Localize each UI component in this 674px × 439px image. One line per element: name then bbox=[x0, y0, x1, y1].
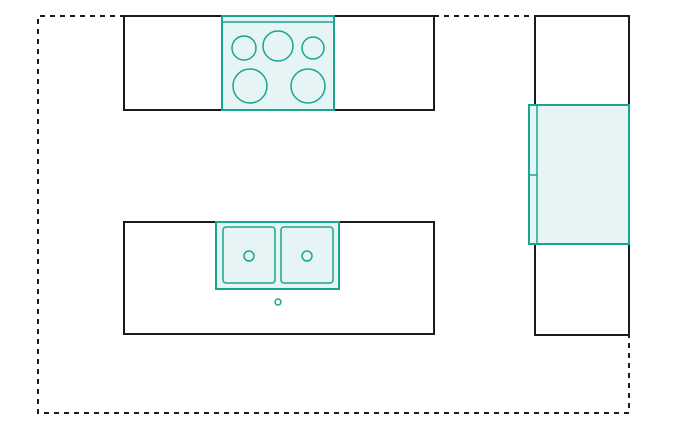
burner-front-right bbox=[290, 68, 326, 104]
cooktop-surface bbox=[221, 15, 335, 111]
room-boundary bbox=[37, 15, 630, 414]
burner-back-left bbox=[231, 35, 257, 61]
burner-front-left bbox=[232, 68, 268, 104]
sink-basin-left bbox=[222, 226, 276, 284]
refrigerator[interactable] bbox=[528, 104, 630, 245]
cooktop[interactable] bbox=[221, 15, 335, 111]
sink-icon bbox=[222, 226, 334, 284]
refrigerator-icon bbox=[528, 104, 630, 245]
double-sink[interactable] bbox=[215, 221, 340, 290]
cooktop-icon bbox=[231, 30, 326, 104]
drain-right bbox=[301, 250, 313, 262]
burner-back-center bbox=[262, 30, 294, 62]
faucet-icon bbox=[274, 298, 282, 306]
burner-back-right bbox=[301, 36, 325, 60]
drain-left bbox=[243, 250, 255, 262]
sink-basin-right bbox=[280, 226, 334, 284]
